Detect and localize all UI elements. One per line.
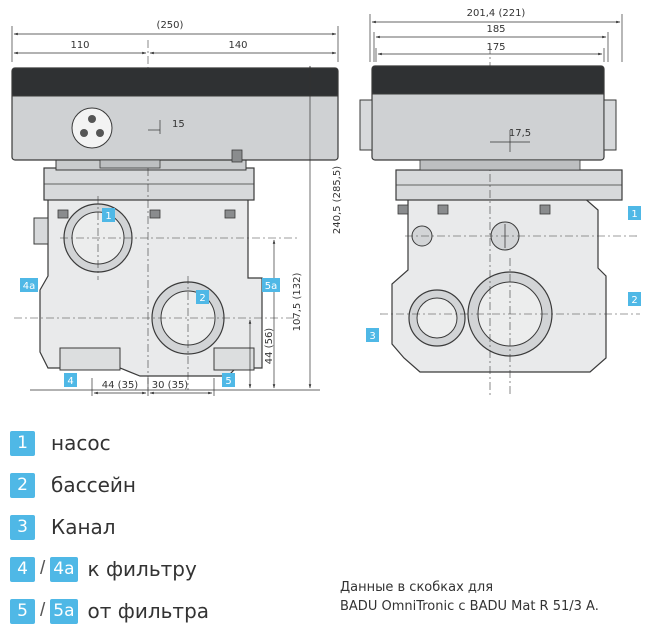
- svg-text:5a: 5a: [265, 281, 278, 292]
- dim-front-left: 110: [70, 40, 89, 51]
- svg-text:2: 2: [199, 293, 205, 304]
- legend-badge: 4: [10, 556, 35, 582]
- dim-front-total: (250): [157, 20, 184, 31]
- legend-badge: 4a: [50, 556, 78, 582]
- legend-badge: 3: [10, 514, 35, 540]
- marker-front-4: 4: [64, 373, 77, 387]
- dim-height-port5: 44 (56): [264, 328, 275, 365]
- legend-item-pool: 2 бассейн: [10, 464, 340, 506]
- legend-label: к фильтру: [87, 557, 197, 581]
- footnote-line-2: BADU OmniTronic с BADU Mat R 51/3 A.: [340, 599, 599, 614]
- legend-badge: 5: [10, 598, 35, 624]
- svg-text:5: 5: [225, 376, 231, 387]
- footnote-line-1: Данные в скобках для: [340, 580, 494, 595]
- marker-front-1: 1: [102, 208, 115, 222]
- legend-label: Канал: [51, 515, 116, 539]
- dim-side-offset: 17,5: [509, 128, 531, 139]
- legend-item-channel: 3 Канал: [10, 506, 340, 548]
- dim-side-185: 185: [486, 24, 505, 35]
- marker-front-5a: 5a: [262, 278, 280, 292]
- svg-text:4a: 4a: [23, 281, 36, 292]
- marker-side-1: 1: [628, 206, 641, 220]
- svg-text:1: 1: [105, 211, 111, 222]
- side-dimensions: [369, 14, 623, 152]
- dim-front-offset: 15: [172, 119, 185, 130]
- marker-side-3: 3: [366, 328, 379, 342]
- legend-item-to-filter: 4 / 4a к фильтру: [10, 548, 340, 590]
- legend-label: бассейн: [51, 473, 136, 497]
- side-view: [359, 46, 640, 395]
- dim-side-175: 175: [486, 42, 505, 53]
- marker-front-2: 2: [196, 290, 209, 304]
- svg-text:3: 3: [369, 331, 375, 342]
- legend-item-pump: 1 насос: [10, 422, 340, 464]
- legend-badge: 2: [10, 472, 35, 498]
- legend: 1 насос 2 бассейн 3 Канал 4 / 4a к фильт…: [10, 422, 340, 632]
- dim-front-right: 140: [228, 40, 247, 51]
- legend-separator: /: [40, 558, 46, 579]
- marker-front-4a: 4a: [20, 278, 38, 292]
- legend-separator: /: [40, 600, 46, 621]
- svg-text:1: 1: [631, 209, 637, 220]
- marker-side-2: 2: [628, 292, 641, 306]
- front-dimensions: [11, 26, 339, 396]
- dim-height-total: 240,5 (285,5): [332, 166, 343, 234]
- front-view: [11, 40, 339, 390]
- legend-item-from-filter: 5 / 5a от фильтра: [10, 590, 340, 632]
- dim-spacing-5: 30 (35): [152, 380, 189, 391]
- dim-spacing-4: 44 (35): [102, 380, 139, 391]
- legend-label: от фильтра: [87, 599, 210, 623]
- svg-text:2: 2: [631, 295, 637, 306]
- marker-front-5: 5: [222, 373, 235, 387]
- legend-badge: 1: [10, 430, 35, 456]
- dim-height-port2: 107,5 (132): [292, 273, 303, 332]
- legend-badge: 5a: [50, 598, 78, 624]
- footnote: Данные в скобках для BADU OmniTronic с B…: [340, 578, 645, 616]
- legend-label: насос: [51, 431, 111, 455]
- technical-drawing: (250) 110 140 15 240,5 (285,5) 107,5 (13…: [11, 8, 641, 396]
- dim-side-total: 201,4 (221): [467, 8, 526, 19]
- svg-text:4: 4: [67, 376, 73, 387]
- badu-logo-dial: [71, 107, 113, 149]
